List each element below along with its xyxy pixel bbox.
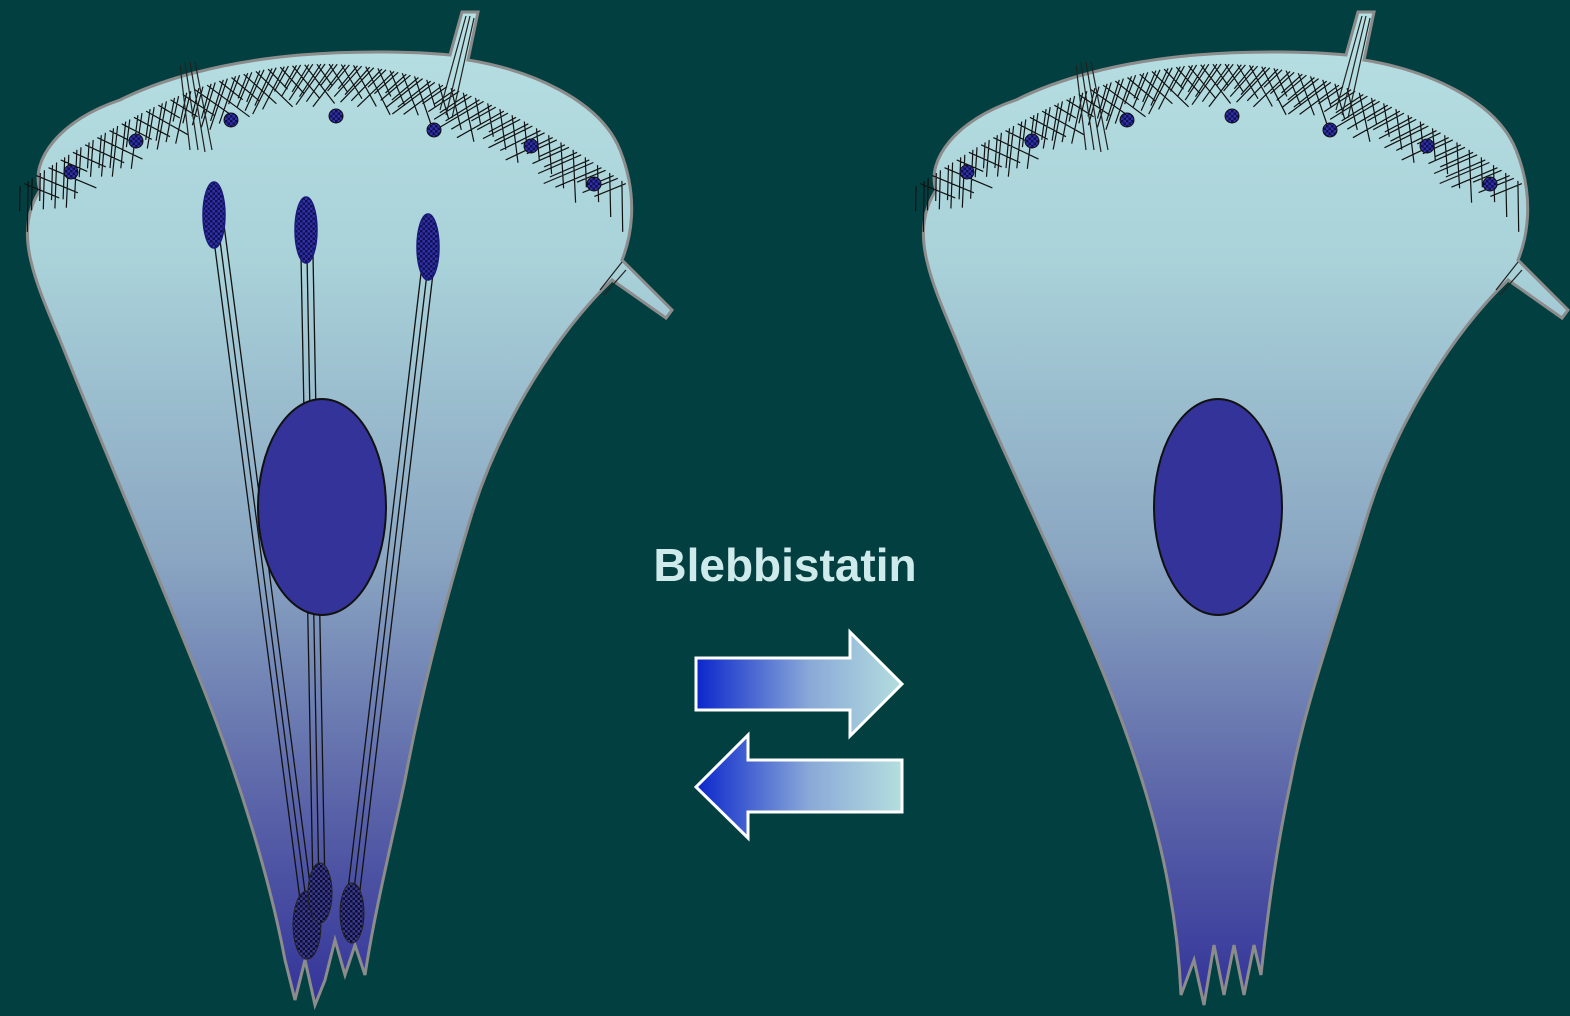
blebbistatin-cell	[916, 12, 1568, 1005]
reverse-arrow	[696, 735, 902, 838]
focal-adhesion	[203, 182, 225, 248]
focal-adhesion	[295, 197, 317, 263]
focal-adhesion	[340, 883, 364, 943]
nucleus	[1154, 399, 1282, 615]
focal-adhesion	[417, 214, 439, 280]
control-cell	[20, 12, 672, 1005]
treatment-label: Blebbistatin	[620, 538, 950, 592]
focal-adhesion	[308, 863, 332, 923]
nucleus	[258, 399, 386, 615]
forward-arrow	[696, 632, 902, 736]
